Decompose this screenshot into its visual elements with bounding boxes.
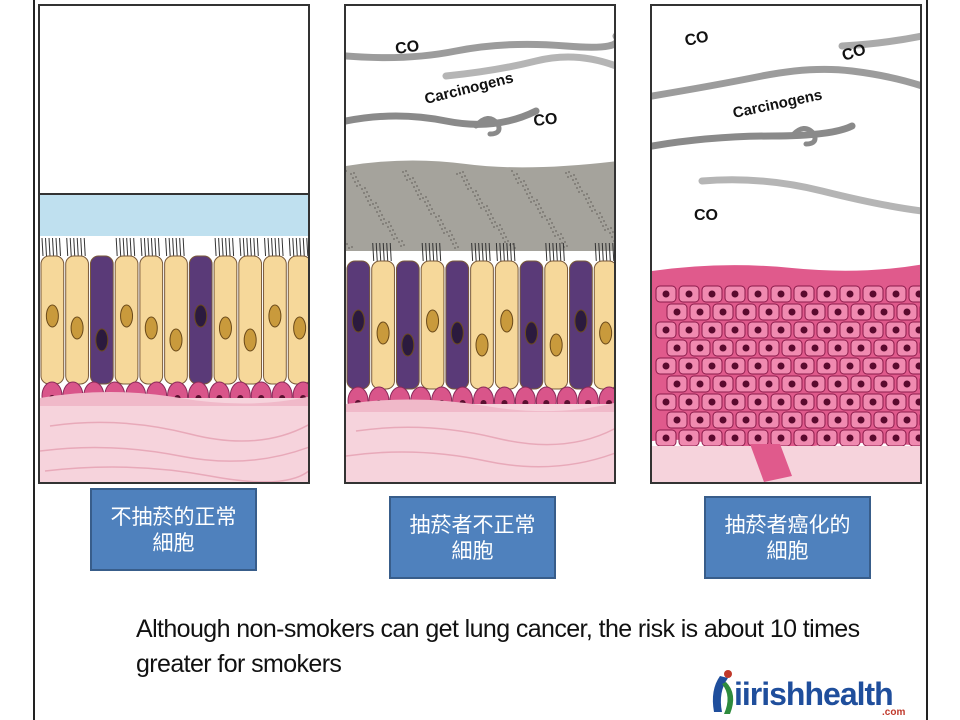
tissue-fibers bbox=[40, 421, 308, 482]
frame-left-line bbox=[33, 0, 35, 720]
logo-figure-icon bbox=[712, 670, 734, 714]
label-line: 細胞 bbox=[451, 538, 494, 563]
label-line: 抽菸者不正常 bbox=[409, 512, 536, 537]
basement-membrane bbox=[40, 392, 308, 406]
smoke-label-co: CO bbox=[694, 207, 718, 224]
invasive-cells bbox=[750, 444, 792, 482]
smoke-label-co: CO bbox=[394, 38, 420, 58]
label-cancer-cells: 抽菸者癌化的 細胞 bbox=[704, 496, 871, 579]
cancer-cell-grid bbox=[655, 285, 920, 447]
connective-tissue bbox=[346, 404, 614, 482]
basement-membrane bbox=[346, 399, 614, 412]
label-line: 抽菸者癌化的 bbox=[724, 512, 851, 537]
tissue-fibers bbox=[346, 426, 614, 468]
smoke-streams bbox=[346, 33, 614, 137]
logo-wordmark: iirishhealth bbox=[734, 676, 894, 713]
panel-smoker-cells: CO Carcinogens CO bbox=[344, 4, 616, 484]
smoke-label-co: CO bbox=[840, 41, 868, 65]
smoker-cells-illustration: CO Carcinogens CO bbox=[346, 33, 614, 482]
caption-line: greater for smokers bbox=[136, 650, 342, 678]
columnar-cell bbox=[470, 260, 494, 390]
label-smoker-cells: 抽菸者不正常 細胞 bbox=[389, 496, 556, 579]
panel-cancer-cells: CO CO Carcinogens CO bbox=[650, 4, 922, 484]
caption-line: Although non-smokers can get lung cancer… bbox=[136, 615, 860, 643]
smoke-label-carcinogens: Carcinogens bbox=[731, 86, 823, 122]
columnar-cell bbox=[238, 255, 263, 385]
logo-domain: .com bbox=[882, 707, 906, 718]
logo-health: health bbox=[804, 676, 893, 712]
airway-lumen bbox=[40, 194, 308, 236]
frame-right-line bbox=[926, 0, 928, 720]
label-normal-cells: 不抽菸的正常 細胞 bbox=[90, 488, 257, 571]
smoke-label-co: CO bbox=[683, 28, 710, 50]
mucus-layer bbox=[346, 160, 614, 251]
goblet-cell bbox=[395, 260, 420, 390]
columnar-cell bbox=[544, 260, 569, 390]
label-line: 細胞 bbox=[152, 530, 195, 555]
panel-normal-cells bbox=[38, 4, 310, 484]
columnar-cell bbox=[164, 255, 188, 385]
mucus-speckle bbox=[346, 170, 614, 249]
caption: Although non-smokers can get lung cancer… bbox=[136, 612, 896, 682]
logo-i: i bbox=[734, 676, 743, 712]
irishhealth-logo: iirishhealth .com bbox=[704, 668, 914, 720]
cancer-cells-illustration: CO CO Carcinogens CO bbox=[652, 28, 920, 482]
label-line: 不抽菸的正常 bbox=[110, 504, 237, 529]
goblet-cell bbox=[89, 255, 114, 385]
normal-epithelium bbox=[40, 237, 308, 411]
abnormal-epithelium bbox=[346, 242, 614, 416]
logo-irish: irish bbox=[741, 676, 806, 712]
label-line: 細胞 bbox=[766, 538, 809, 563]
normal-cells-illustration bbox=[40, 193, 308, 482]
smoke-label-co: CO bbox=[533, 111, 559, 130]
smoke-streams bbox=[652, 32, 920, 215]
